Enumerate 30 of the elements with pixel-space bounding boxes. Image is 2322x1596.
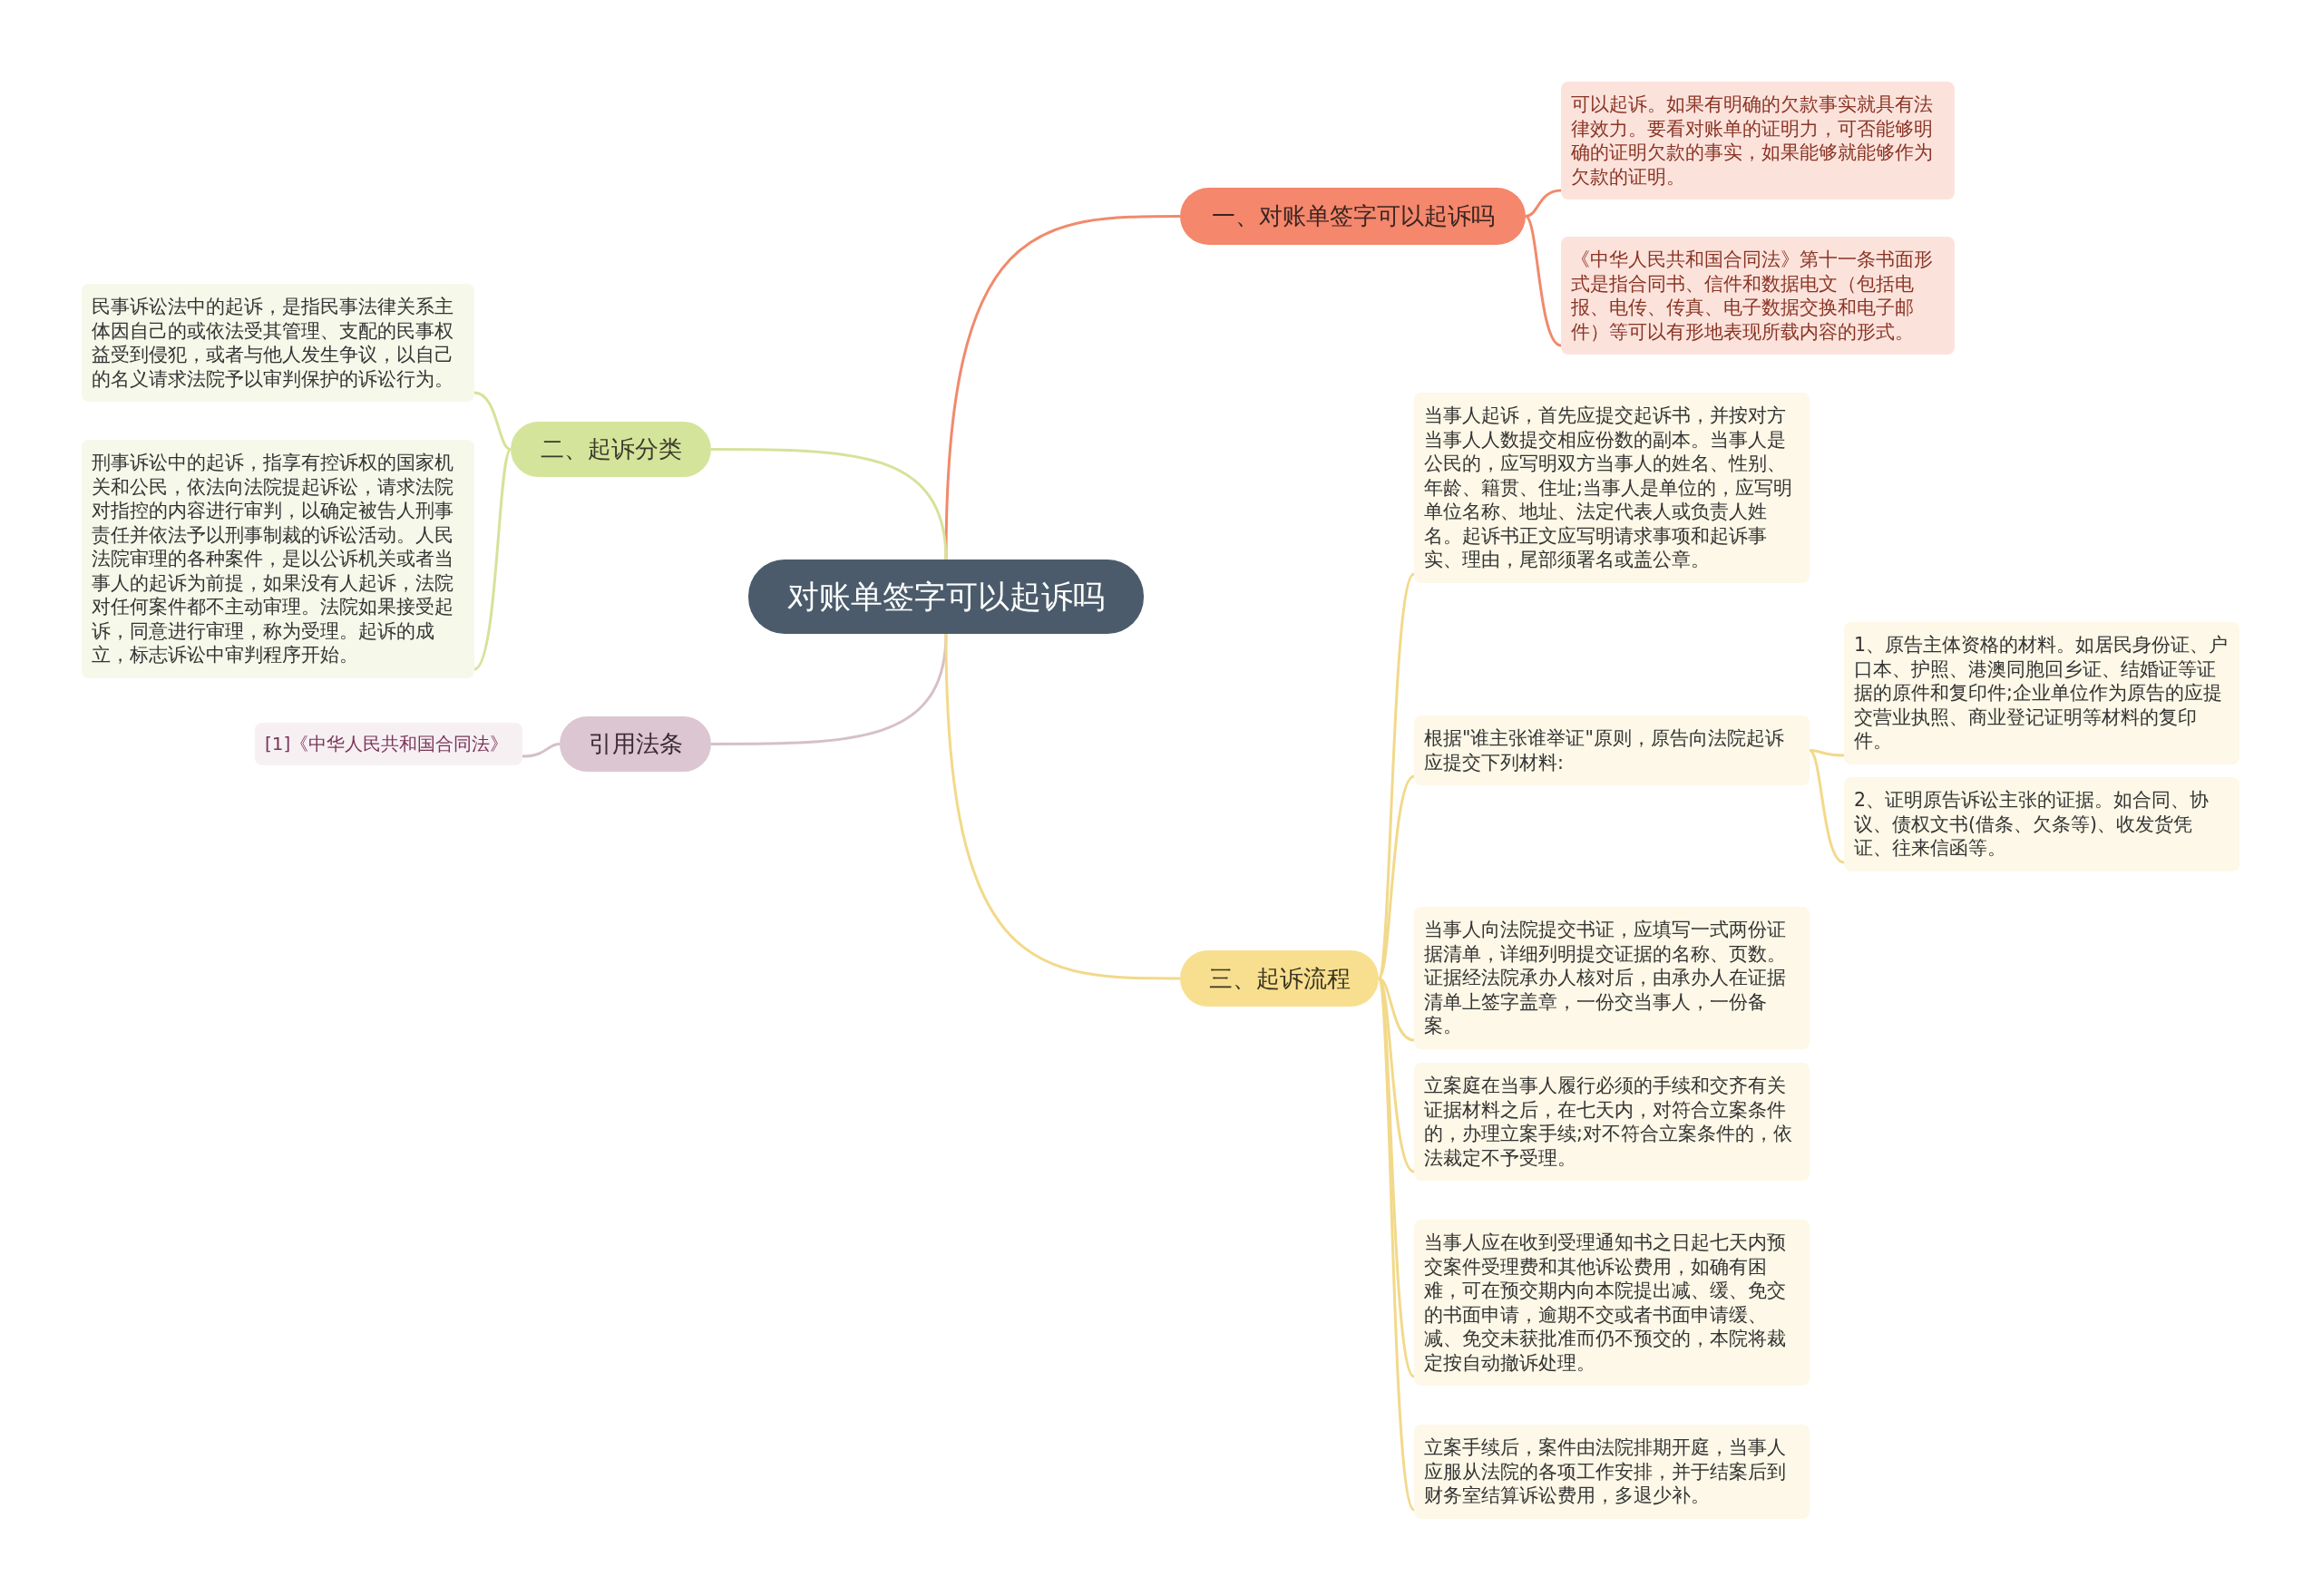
connector-line [944, 215, 1180, 560]
connector-line [473, 448, 512, 671]
note-card: 2、证明原告诉讼主张的证据。如合同、协议、债权文书(借条、欠条等)、收发货凭证、往来信函等。 [1844, 777, 2239, 871]
note-card: 当事人向法院提交书证，应填写一式两份证据清单，详细列明提交证据的名称、页数。证据经法院承办人核对后，由承办人在证据清单上签字盖章，一份交当事人，一份备案。 [1414, 907, 1810, 1049]
note-card: 《中华人民共和国合同法》第十一条书面形式是指合同书、信件和数据电文（包括电报、电传、传真、电子数据交换和电子邮件）等可以有形地表现所载内容的形式。 [1561, 237, 1955, 355]
note-card: 民事诉讼法中的起诉，是指民事法律关系主体因自己的或依法受其管理、支配的民事权益受到侵犯，或者与他人发生争议，以自己的名义请求法院予以审判保护的诉讼行为。 [82, 284, 474, 402]
connector-line [1809, 749, 1845, 757]
connector-line [473, 391, 512, 451]
connector-line [944, 633, 1180, 980]
connector-line [711, 448, 948, 560]
branch-topic: 二、起诉分类 [511, 422, 711, 477]
connector-line [1525, 189, 1562, 218]
connector-line [1378, 977, 1415, 1042]
note-card: 根据"谁主张谁举证"原则，原告向法院起诉应提交下列材料: [1414, 715, 1810, 785]
note-card: 可以起诉。如果有明确的欠款事实就具有法律效力。要看对账单的证明力，可否能够明确的证明欠款的事实，如果能够就能够作为欠款的证明。 [1561, 82, 1955, 200]
branch-topic: 三、起诉流程 [1180, 950, 1379, 1007]
note-card: 当事人起诉，首先应提交起诉书，并按对方当事人人数提交相应份数的副本。当事人是公民的，应写明双方当事人的姓名、性别、年龄、籍贯、住址;当事人是单位的，应写明单位名称、地址、法定代表人或负责人姓名。起诉书正文应写明请求事项和起诉事实、理由，尾部须署名或盖公章。 [1414, 393, 1810, 583]
note-card: 立案手续后，案件由法院排期开庭，当事人应服从法院的各项工作安排，并于结案后到财务室结算诉讼费用，多退少补。 [1414, 1425, 1810, 1519]
note-card: 立案庭在当事人履行必须的手续和交齐有关证据材料之后，在七天内，对符合立案条件的，办理立案手续;对不符合立案条件的，依法裁定不予受理。 [1414, 1063, 1810, 1181]
note-card: 刑事诉讼中的起诉，指享有控诉权的国家机关和公民，依法向法院提起诉讼，请求法院对指控的内容进行审判，以确定被告人刑事责任并依法予以刑事制裁的诉讼活动。人民法院审理的各种案件，是以公诉机关或者当事人的起诉为前提，如果没有人起诉，法院对任何案件都不主动审理。法院如果接受起诉，同意进行审理，称为受理。起诉的成立，标志诉讼中审判程序开始。 [82, 440, 474, 678]
note-card: 当事人应在收到受理通知书之日起七天内预交案件受理费和其他诉讼费用，如确有困难，可在预交期内向本院提出减、缓、免交的书面申请，逾期不交或者书面申请缓、减、免交未获批准而仍不预交的，本院将裁定按自动撤诉处理。 [1414, 1220, 1810, 1386]
connector-line [522, 743, 561, 758]
connector-line [711, 633, 948, 745]
central-topic: 对账单签字可以起诉吗 [748, 560, 1144, 634]
connector-line [1809, 749, 1845, 864]
note-card: 1、原告主体资格的材料。如居民身份证、户口本、护照、港澳同胞回乡证、结婚证等证据的原件和复印件;企业单位作为原告的应提交营业执照、商业登记证明等材料的复印件。 [1844, 622, 2239, 764]
branch-topic: 引用法条 [560, 716, 711, 772]
reference-card: [1]《中华人民共和国合同法》 [255, 723, 522, 765]
connector-line [1525, 215, 1562, 347]
branch-topic: 一、对账单签字可以起诉吗 [1180, 188, 1526, 245]
